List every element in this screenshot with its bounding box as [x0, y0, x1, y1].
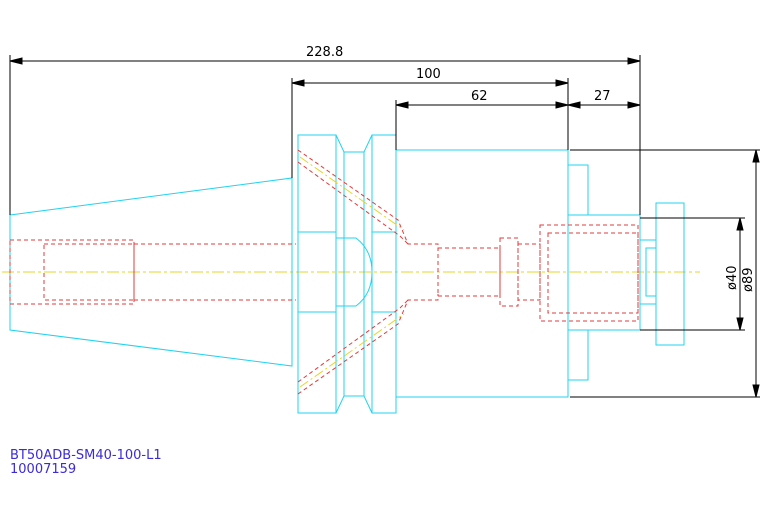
coolant-channel-upper — [297, 149, 439, 250]
collet-pocket — [539, 224, 639, 322]
part-number-label: 10007159 — [10, 462, 77, 477]
flange — [297, 134, 337, 414]
dim-overall-text: 228.8 — [306, 45, 343, 60]
tool-outline — [9, 134, 685, 414]
main-body — [395, 149, 569, 398]
dim-100-text: 100 — [416, 67, 441, 82]
dimension-lines — [9, 55, 760, 398]
coolant-channel-lower — [297, 294, 439, 395]
rear-flange — [371, 134, 397, 414]
dim-62-text: 62 — [471, 89, 488, 104]
pull-stud-bore — [9, 239, 135, 305]
part-name-label: BT50ADB-SM40-100-L1 — [10, 448, 162, 463]
dim-dia89-text: ø89 — [741, 268, 756, 293]
front-protrusion — [567, 164, 589, 216]
dim-27-text: 27 — [594, 89, 611, 104]
hidden-lines — [9, 149, 639, 395]
end-nut — [655, 202, 685, 346]
coolant-inner-lines — [299, 156, 405, 388]
dim-dia40-text: ø40 — [725, 266, 740, 291]
drive-slot — [336, 237, 373, 307]
v-groove — [335, 134, 373, 153]
center-passage — [437, 247, 501, 297]
